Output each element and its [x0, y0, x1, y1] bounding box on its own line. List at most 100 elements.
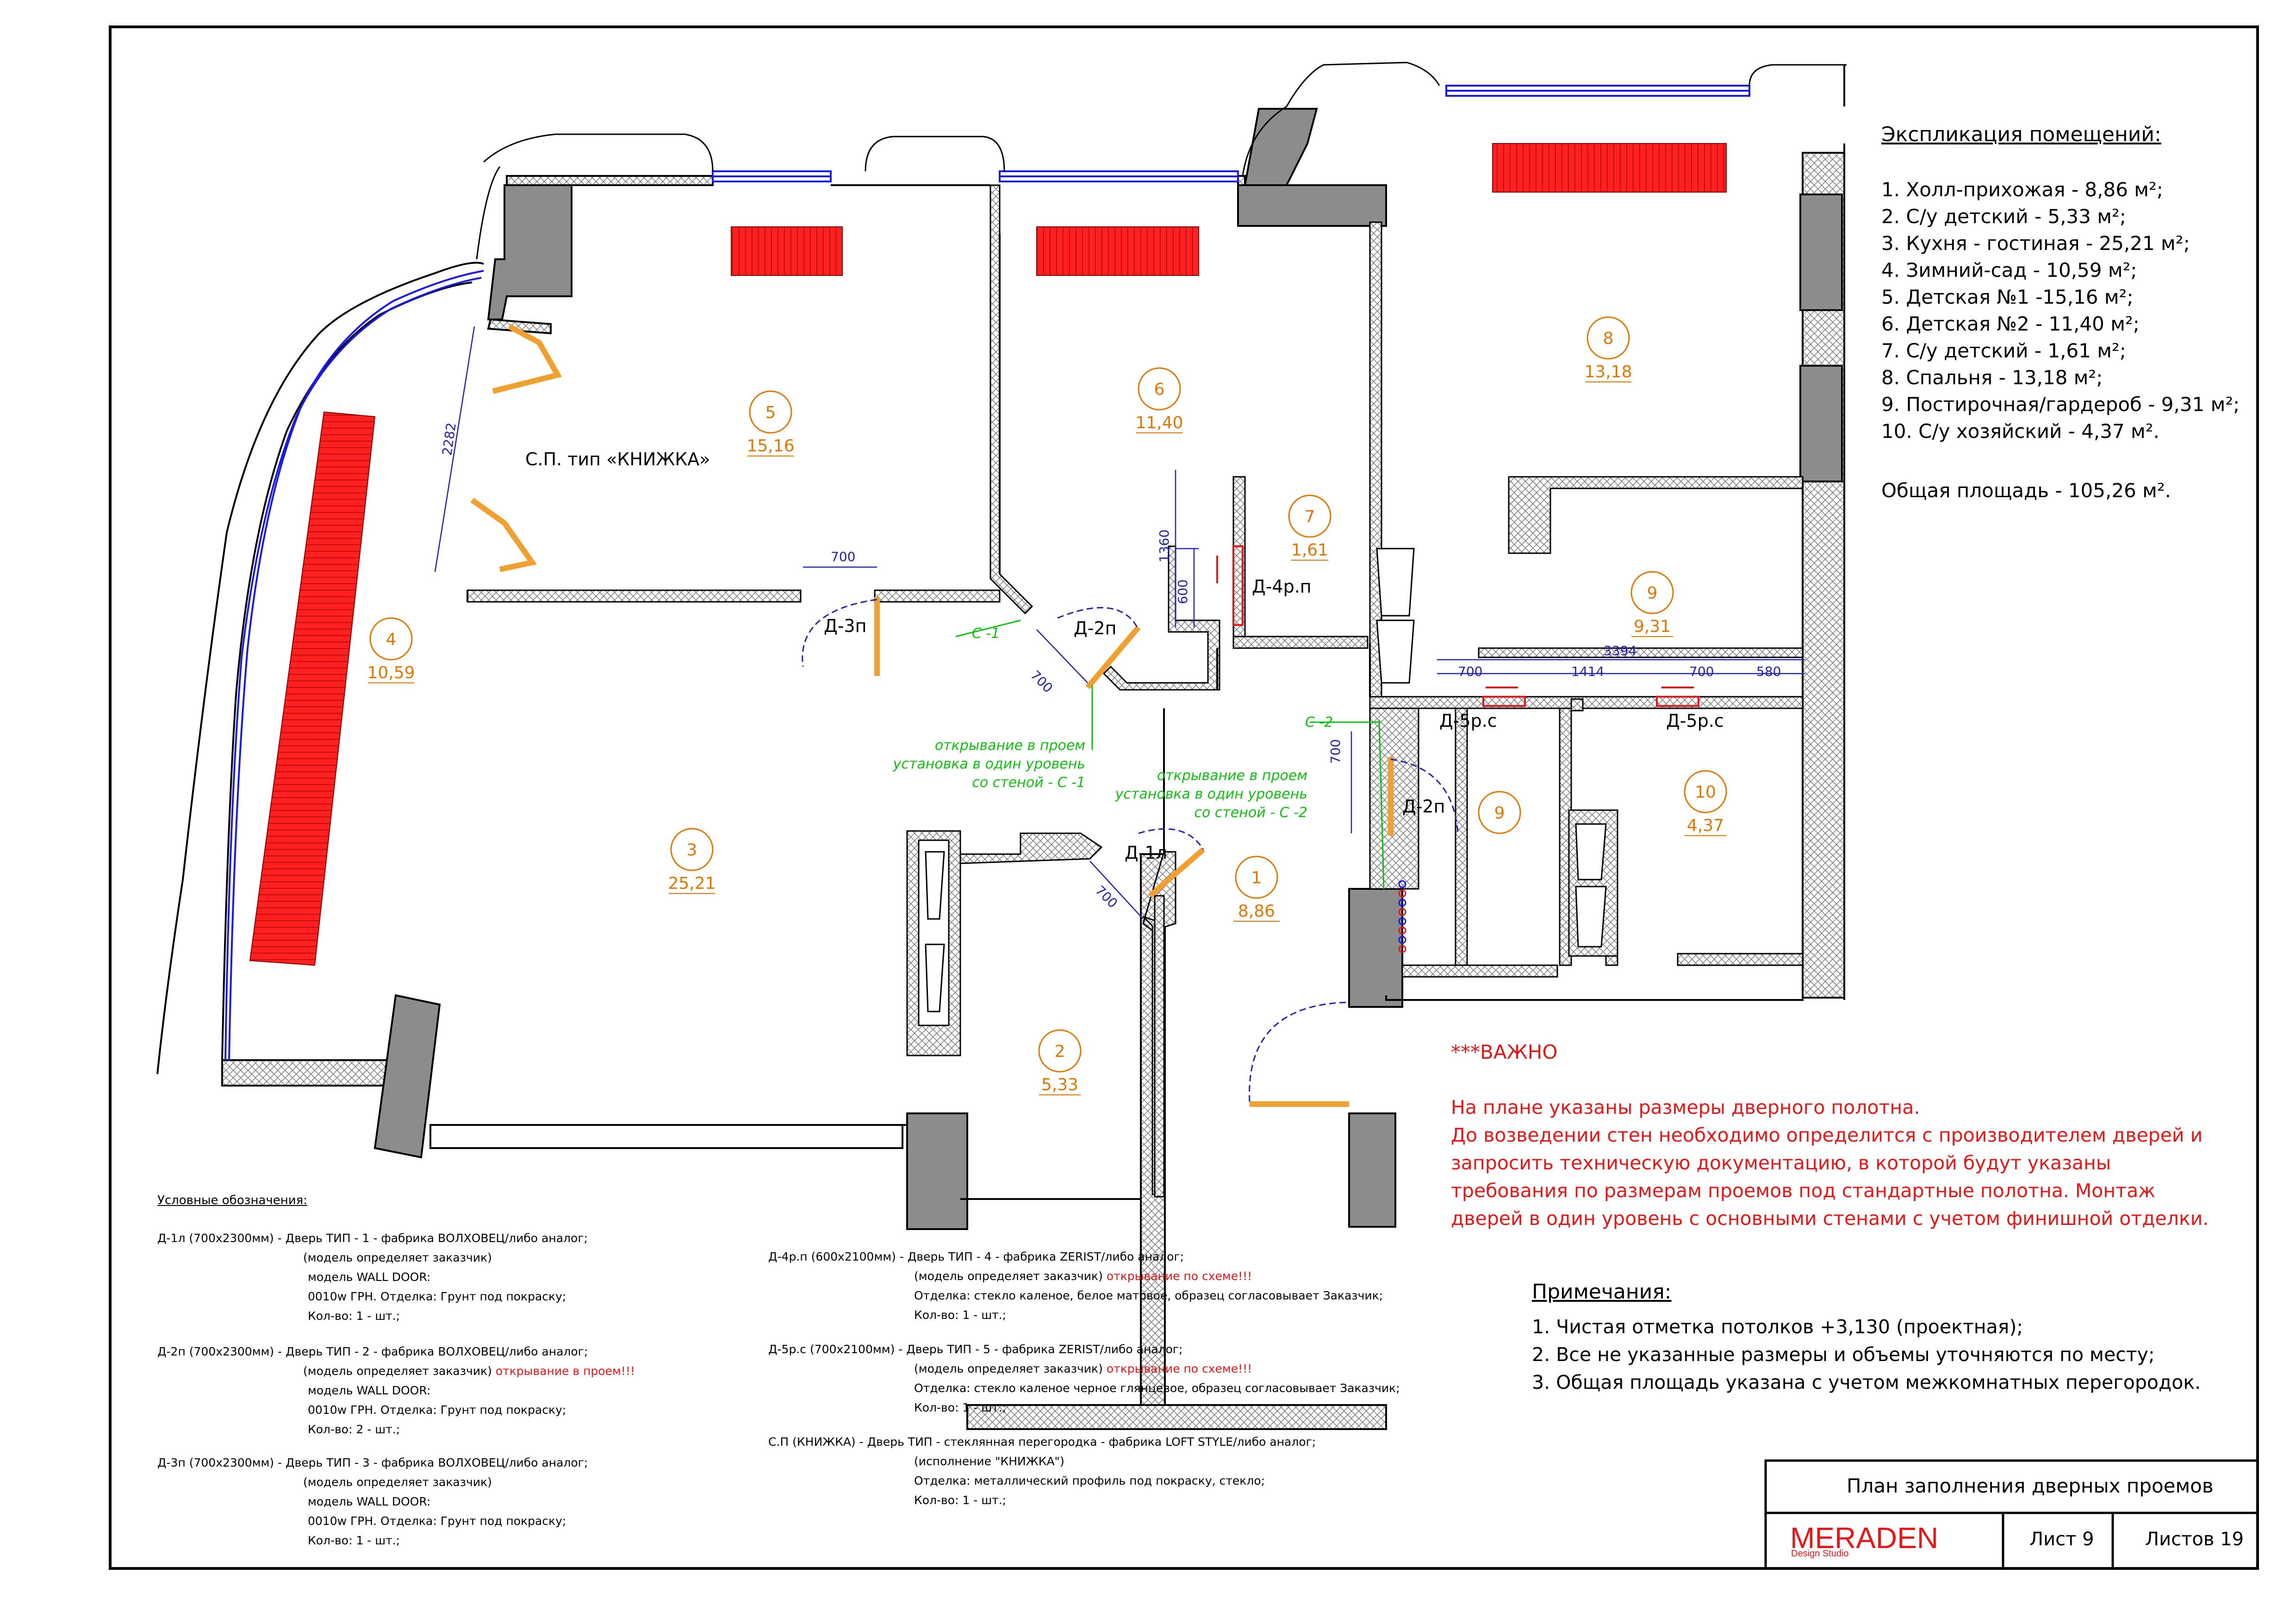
- legend-sp-line: Отделка: металлический профиль под покра…: [914, 1474, 1265, 1487]
- dim-1360: 1360: [1157, 530, 1172, 562]
- c1-label: С -1: [972, 625, 1000, 642]
- legend-d3p-line: Кол-во: 1 - шт.;: [308, 1534, 400, 1547]
- d1l-label: Д-1л: [1125, 843, 1167, 863]
- room-8-number: 8: [1603, 329, 1614, 348]
- explication-item: 7. С/у детский - 1,61 м²;: [1881, 339, 2126, 362]
- balcony-outlines: [476, 62, 1847, 260]
- legend-d1l-line: Д-1л (700х2300мм) - Дверь ТИП - 1 - фабр…: [157, 1231, 588, 1245]
- green-callouts: [955, 619, 1385, 889]
- room-2-number: 2: [1055, 1042, 1065, 1061]
- room-4-area: 10,59: [367, 663, 415, 682]
- important-line: дверей в один уровень с основными стенам…: [1451, 1207, 2209, 1230]
- winter-garden-facade: [156, 262, 484, 1074]
- north-wall: [487, 175, 1246, 335]
- legend-d5rc-warning: открывание по схеме!!!: [1102, 1362, 1252, 1375]
- room-4-number: 4: [386, 630, 397, 649]
- sheet-number: Лист 9: [2029, 1529, 2094, 1550]
- notes-title: Примечания:: [1532, 1280, 1672, 1304]
- room-1-area: 8,86: [1238, 902, 1275, 921]
- legend-d1l-line: Кол-во: 1 - шт.;: [308, 1309, 400, 1323]
- legend-d2p-line: Д-2п (700х2300мм) - Дверь ТИП - 2 - фабр…: [157, 1345, 588, 1358]
- explication-item: 8. Спальня - 13,18 м²;: [1881, 366, 2103, 389]
- legend-d5rc-line: (модель определяет заказчик) открывание …: [914, 1362, 1252, 1375]
- explication-item: 9. Постирочная/гардероб - 9,31 м²;: [1881, 393, 2240, 416]
- legend-d3p-line: (модель определяет заказчик): [303, 1475, 492, 1489]
- dim-3394: 3394: [1604, 643, 1636, 658]
- note-c1-line1: открывание в проем: [935, 737, 1085, 754]
- legend-d3p-line: Д-3п (700х2300мм) - Дверь ТИП - 3 - фабр…: [157, 1456, 588, 1469]
- dim-700-f: 700: [1092, 883, 1120, 911]
- room-labels: [369, 316, 1727, 1073]
- doors: [470, 324, 1394, 1107]
- c2-label: С -2: [1305, 714, 1333, 731]
- room-3-area: 25,21: [668, 874, 716, 893]
- room-9b-number: 9: [1494, 804, 1505, 823]
- explication-item: 10. С/у хозяйский - 4,37 м².: [1881, 420, 2159, 443]
- legend-d2p-line: (модель определяет заказчик) открывание …: [303, 1364, 635, 1378]
- legend-d5rc-line: Отделка: стекло каленое черное глянцевое…: [914, 1381, 1400, 1395]
- d3p-label: Д-3п: [824, 616, 866, 636]
- notes-line: 1. Чистая отметка потолков +3,130 (проек…: [1532, 1316, 2023, 1338]
- title-block-frame: [1764, 1459, 2259, 1570]
- note-c2-line3: со стеной - С -2: [1194, 805, 1307, 821]
- room-9-number: 9: [1647, 584, 1658, 603]
- important-line: запросить техническую документацию, в ко…: [1451, 1152, 2111, 1174]
- legend-d3p-line: 0010w ГРН. Отделка: Грунт под покраску;: [308, 1514, 566, 1528]
- legend-d2p-line: модель WALL DOOR:: [308, 1384, 431, 1397]
- columns: [373, 108, 1843, 1230]
- door-labels: С.П. тип «КНИЖКА» Д-3п Д-2п Д-4р.п Д-5р.…: [525, 449, 1724, 863]
- room-6-area: 11,40: [1135, 413, 1183, 432]
- sheet-count: Листов 19: [2145, 1529, 2244, 1550]
- d5rc-label-b: Д-5р.с: [1666, 711, 1724, 731]
- room-1-number: 1: [1251, 868, 1262, 887]
- legend-d2p-warning: открывание в проем!!!: [492, 1364, 635, 1378]
- legend-d1l-line: (модель определяет заказчик): [303, 1251, 492, 1264]
- room-10-area: 4,37: [1687, 816, 1724, 835]
- legend-title: Условные обозначения:: [157, 1193, 308, 1207]
- room-7-area: 1,61: [1291, 541, 1328, 560]
- dim-1414: 1414: [1571, 664, 1604, 679]
- note-c2-line1: открывание в проем: [1157, 768, 1307, 784]
- sliding-doors: [1216, 545, 1699, 707]
- bathroom-fixtures: [918, 548, 1607, 1026]
- legend-d1l-line: 0010w ГРН. Отделка: Грунт под покраску;: [308, 1290, 566, 1303]
- explication-item: 2. С/у детский - 5,33 м²;: [1881, 205, 2126, 228]
- dimensions: [434, 326, 1805, 919]
- room-8-area: 13,18: [1584, 362, 1632, 381]
- room-9-area: 9,31: [1634, 617, 1671, 636]
- dim-600: 600: [1175, 580, 1190, 604]
- legend-d3p-line: модель WALL DOOR:: [308, 1495, 431, 1508]
- legend-d5rc-line: Кол-во: 1 - шт.;: [914, 1401, 1007, 1414]
- legend-d4rp-line: Кол-во: 1 - шт.;: [914, 1308, 1007, 1322]
- dim-700-c: 700: [1458, 664, 1482, 679]
- legend-d1l-line: модель WALL DOOR:: [308, 1270, 431, 1284]
- notes-line: 2. Все не указанные размеры и объемы уто…: [1532, 1343, 2155, 1366]
- legend-d4rp-warning: открывание по схеме!!!: [1102, 1269, 1252, 1283]
- dim-700-e: 700: [1328, 739, 1343, 764]
- door-swings: [802, 599, 1459, 1102]
- sheet-frame: [109, 25, 2259, 1570]
- dim-580: 580: [1756, 664, 1781, 679]
- important-line: До возведении стен необходимо определитс…: [1451, 1124, 2203, 1146]
- d5rc-label-a: Д-5р.с: [1439, 711, 1497, 731]
- room-2-area: 5,33: [1041, 1075, 1078, 1094]
- legend-d4rp-line: Д-4р.п (600х2100мм) - Дверь ТИП - 4 - фа…: [768, 1250, 1184, 1263]
- important-line: На плане указаны размеры дверного полотн…: [1451, 1096, 1920, 1118]
- dim-2282: 2282: [439, 422, 459, 456]
- room-6-number: 6: [1154, 380, 1165, 399]
- d2p-label-b: Д-2п: [1402, 796, 1445, 817]
- note-c1-line2: установка в один уровень: [893, 756, 1085, 772]
- studio-logo: MERADEN: [1790, 1521, 1939, 1555]
- explication-item: 5. Детская №1 -15,16 м²;: [1881, 286, 2134, 308]
- explication-item: 1. Холл-прихожая - 8,86 м²;: [1881, 178, 2163, 201]
- room-7-number: 7: [1305, 507, 1315, 526]
- legend-d2p-line: Кол-во: 2 - шт.;: [308, 1423, 400, 1436]
- sheet-title: План заполнения дверных проемов: [1847, 1474, 2214, 1497]
- important-title: ***ВАЖНО: [1451, 1041, 1558, 1063]
- explication-title: Экспликация помещений:: [1881, 123, 2161, 146]
- radiators: [249, 143, 1727, 966]
- dim-700-d: 700: [1689, 664, 1714, 679]
- room-5-number: 5: [765, 403, 776, 422]
- sp-label: С.П. тип «КНИЖКА»: [525, 449, 710, 469]
- explication-item: 3. Кухня - гостиная - 25,21 м²;: [1881, 232, 2190, 255]
